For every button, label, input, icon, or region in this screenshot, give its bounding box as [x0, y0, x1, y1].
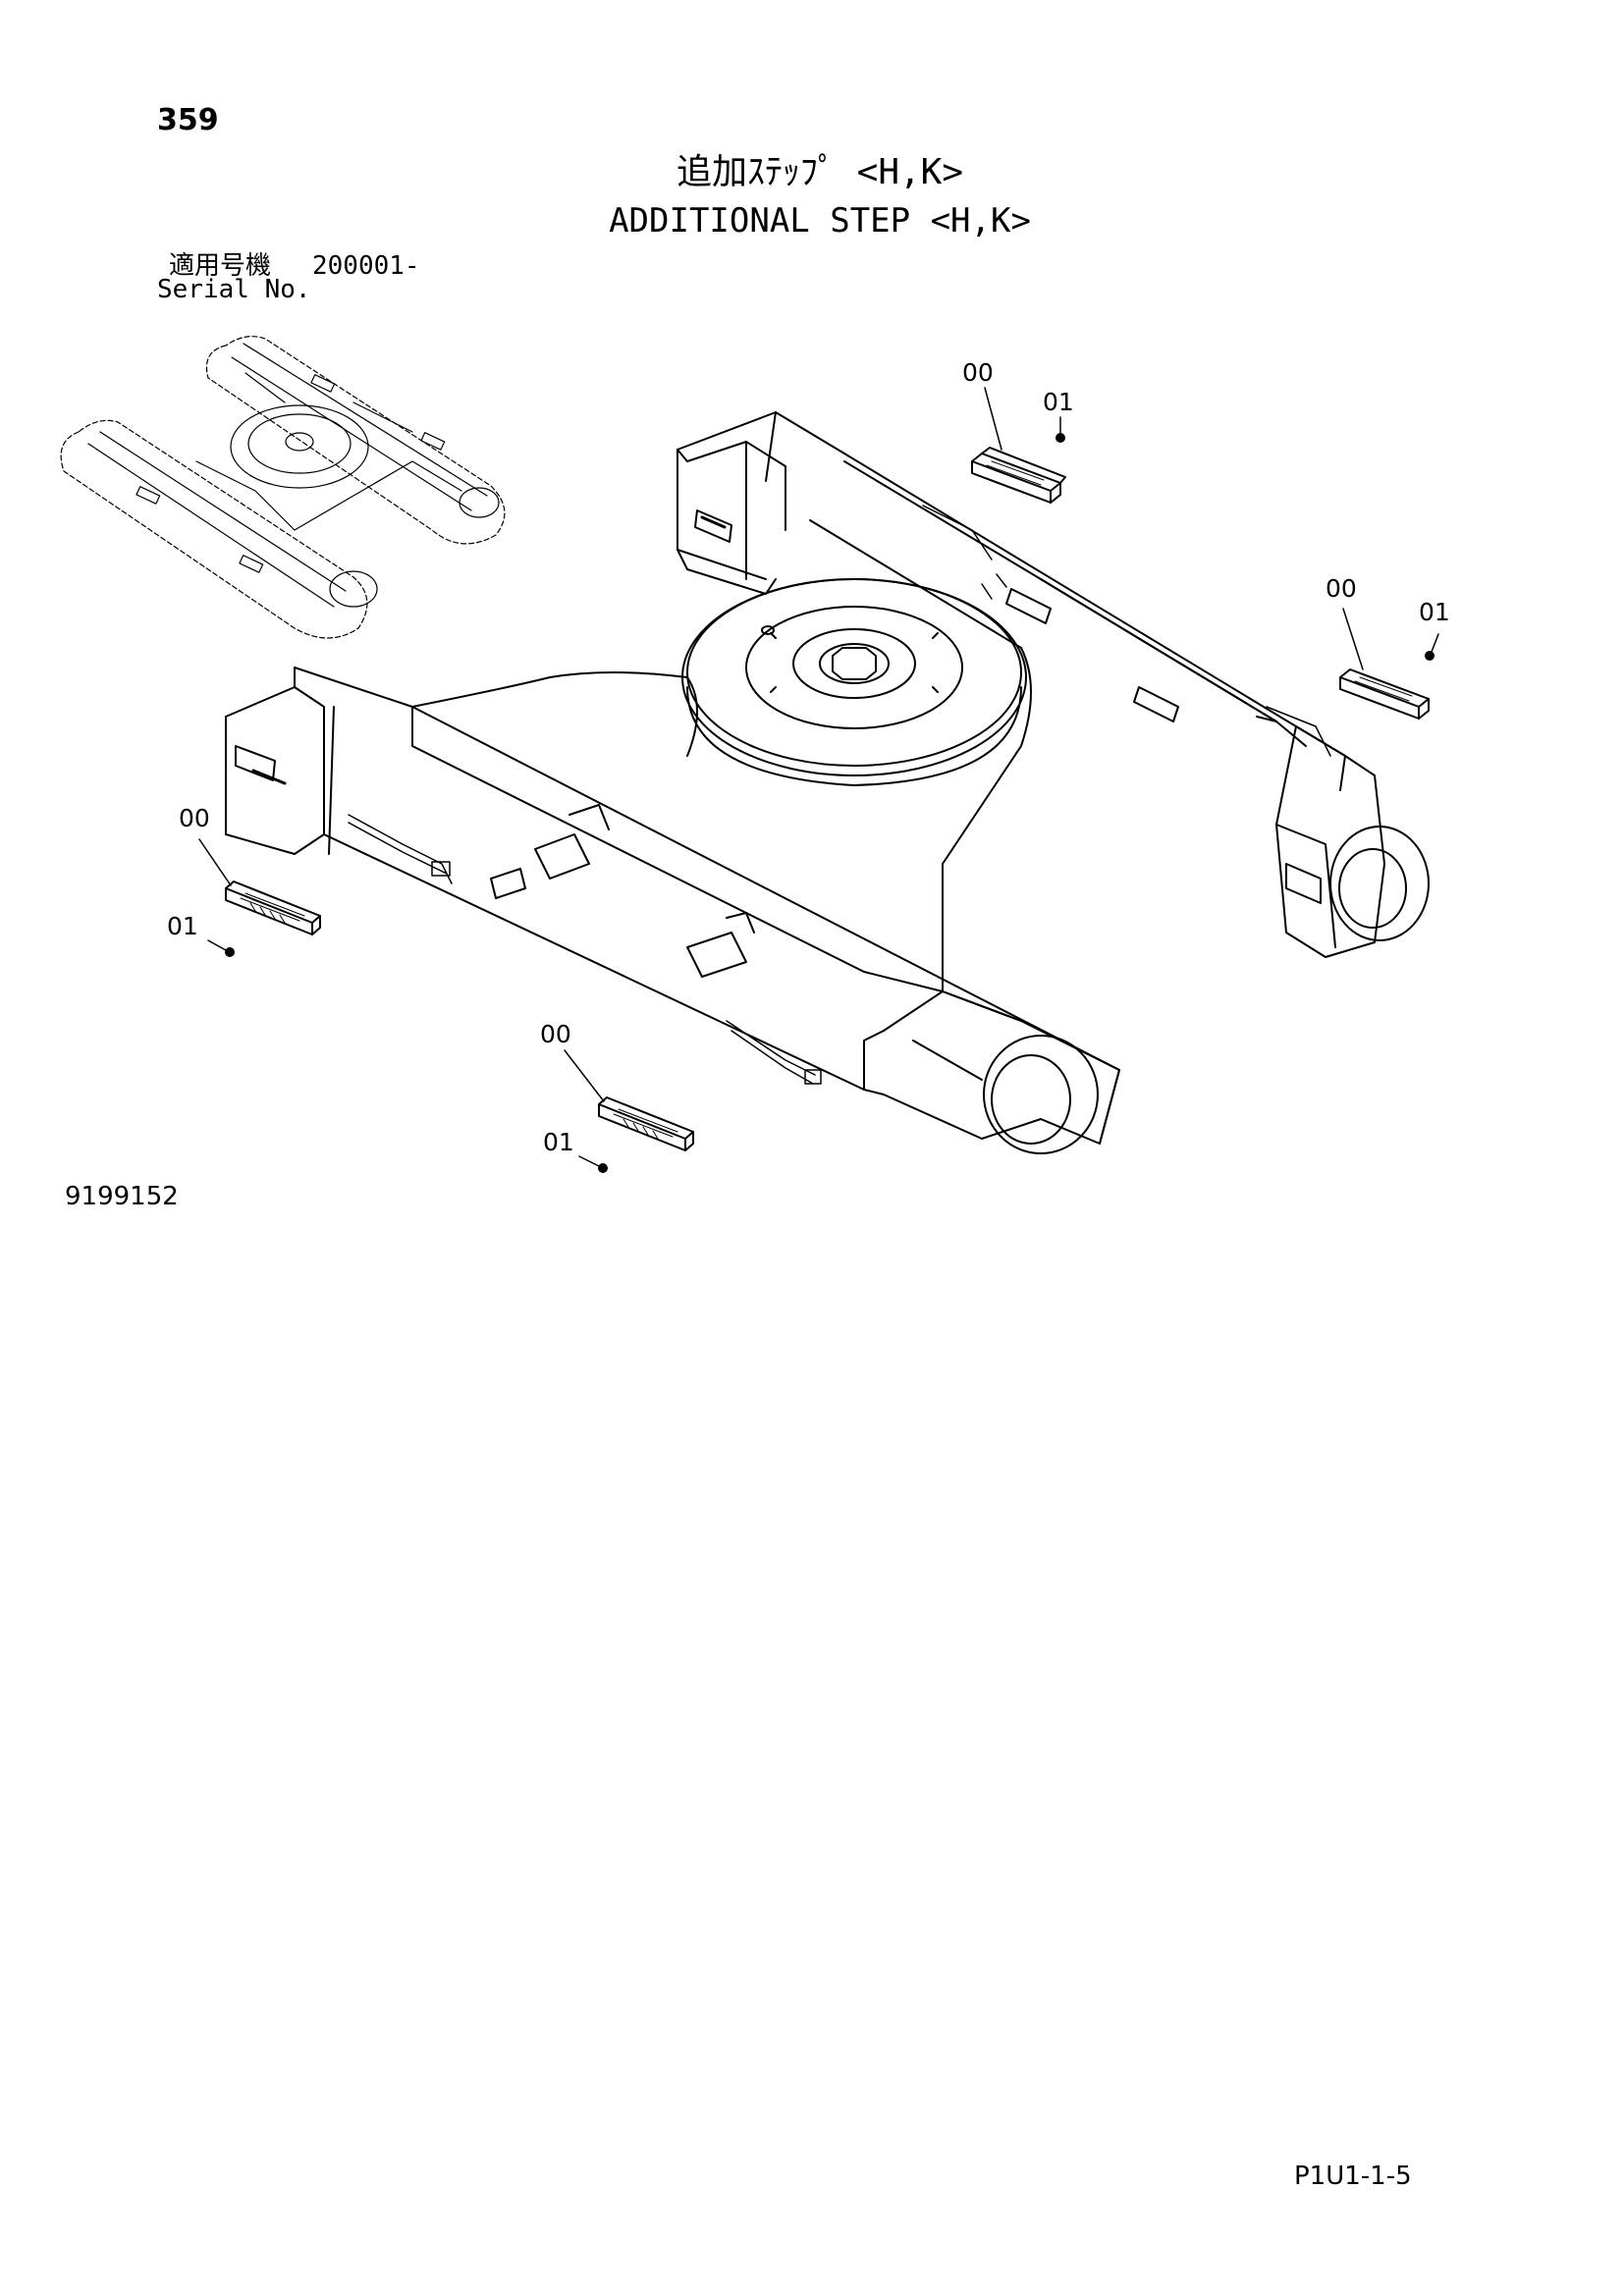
step-assembly-rear-2	[1339, 608, 1439, 720]
step-assembly-front-2	[564, 1049, 694, 1173]
callout-step-rear-2: 00	[1326, 574, 1357, 603]
title-japanese: 追加ｽﾃｯﾌﾟ <H,K>	[676, 152, 964, 192]
step-assembly-front-1	[198, 838, 321, 957]
undercarriage-diagram: 00 01 00 01 00 01 00 01	[60, 336, 1450, 1173]
title-english: ADDITIONAL STEP <H,K>	[609, 201, 1031, 240]
serial-range: 200001-	[312, 251, 420, 281]
serial-label-english: Serial No.	[157, 275, 311, 304]
swing-bearing	[681, 578, 1027, 786]
page-number: 359	[157, 103, 219, 137]
callout-bolt-front-1: 01	[167, 912, 198, 940]
overview-thumbnail	[60, 336, 506, 639]
callout-step-front-2: 00	[540, 1020, 571, 1048]
step-assembly-rear-1	[971, 387, 1066, 504]
page-code: P1U1-1-5	[1294, 2162, 1412, 2191]
callout-step-rear-1: 00	[962, 358, 994, 387]
callout-bolt-front-2: 01	[543, 1128, 574, 1156]
drawing-number: 9199152	[65, 1182, 179, 1211]
callout-step-front-1: 00	[179, 804, 210, 832]
callout-bolt-rear-2: 01	[1419, 598, 1450, 626]
serial-label-japanese: 適用号機	[169, 251, 272, 281]
track-frame	[225, 411, 1430, 1154]
callout-bolt-rear-1: 01	[1043, 388, 1074, 416]
